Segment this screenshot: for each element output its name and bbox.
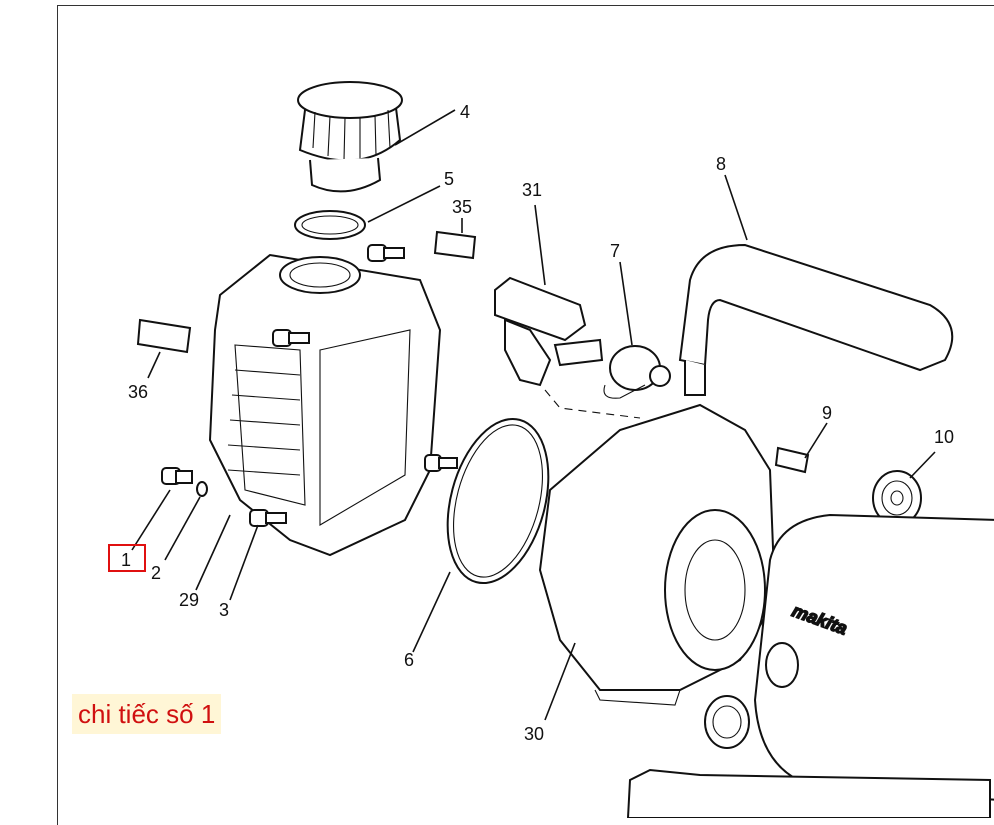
part-2-gasket[interactable]: [196, 481, 208, 497]
part-3-bolt[interactable]: [249, 509, 287, 527]
part-6-large-o-ring[interactable]: [431, 408, 565, 595]
callout-4: 4: [460, 102, 470, 122]
part-4-oil-cap[interactable]: [297, 81, 403, 193]
bolt-side[interactable]: [424, 454, 458, 472]
callout-6: 6: [404, 650, 414, 670]
part-31-valve[interactable]: [494, 276, 604, 387]
motor-housing: makita: [753, 513, 994, 801]
callout-7: 7: [610, 241, 620, 261]
highlight-box-part-1: [108, 544, 146, 572]
diagram-frame: [57, 5, 994, 825]
callout-2: 2: [151, 563, 161, 583]
part-35-label-plate[interactable]: [433, 230, 477, 260]
part-36-label-plate[interactable]: [136, 318, 192, 354]
part-9-set-screw[interactable]: [774, 446, 810, 474]
part-29-housing-cover[interactable]: [208, 253, 442, 557]
callout-3: 3: [219, 600, 229, 620]
callout-10: 10: [934, 427, 954, 447]
callout-9: 9: [822, 403, 832, 423]
callout-29: 29: [179, 590, 199, 610]
bolt-mid[interactable]: [272, 329, 310, 347]
callout-30: 30: [524, 724, 544, 744]
callout-35: 35: [452, 197, 472, 217]
base-frame: [626, 768, 991, 818]
callout-1[interactable]: 1: [121, 550, 131, 570]
part-7-connector[interactable]: [603, 345, 671, 399]
part-8-handle[interactable]: [678, 243, 954, 396]
callout-36: 36: [128, 382, 148, 402]
caption-label: chi tiếc số 1: [72, 694, 222, 734]
callout-5: 5: [444, 169, 454, 189]
part-30-pump-body[interactable]: [538, 403, 777, 706]
bolt-upper[interactable]: [367, 244, 405, 262]
callout-31: 31: [522, 180, 542, 200]
part-5-o-ring[interactable]: [294, 210, 366, 240]
callout-8: 8: [716, 154, 726, 174]
part-1-drain-plug[interactable]: [161, 467, 193, 485]
filter-lower: [704, 695, 750, 749]
